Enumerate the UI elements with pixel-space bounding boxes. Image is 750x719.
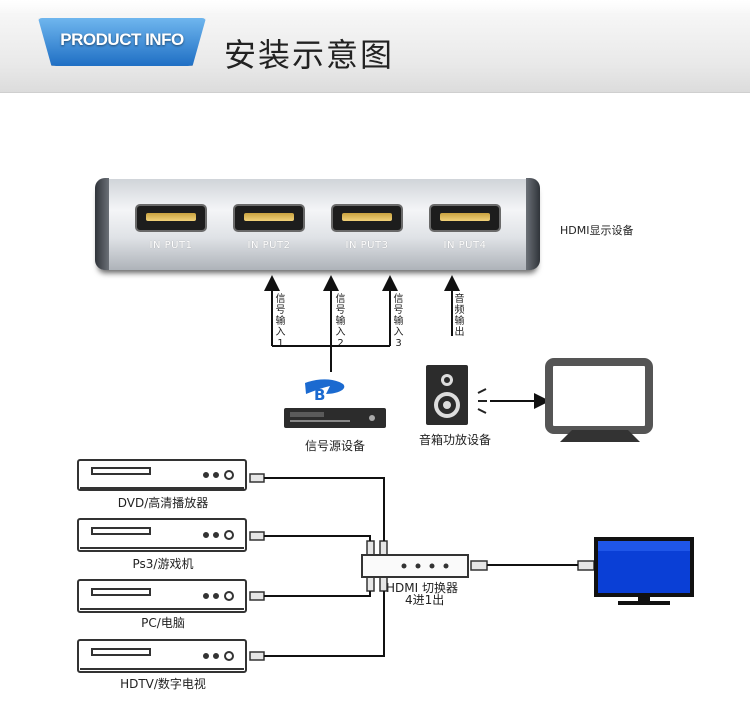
speaker-icon <box>426 365 487 425</box>
svg-text:B: B <box>314 386 325 404</box>
mini-switcher-sublabel: 4进1出 <box>405 593 445 607</box>
hdtv-box-device <box>77 639 247 673</box>
cable-pc <box>264 591 371 597</box>
hdmi-port-2 <box>235 206 303 230</box>
mini-hdmi-switcher <box>361 554 469 578</box>
bluray-player-icon: B <box>284 379 386 428</box>
source-label-ps3: Ps3/游戏机 <box>132 557 194 571</box>
speaker-label: 音箱功放设备 <box>418 433 491 447</box>
port-label-1: IN PUT1 <box>149 240 193 251</box>
hdmi-cables <box>264 477 578 657</box>
arrow-label-input-3: 信号输入3 <box>393 294 404 349</box>
hdmi-port-1 <box>137 206 205 230</box>
ps3-device <box>77 518 247 552</box>
product-info-badge <box>38 18 206 66</box>
hdmi-port-3 <box>333 206 401 230</box>
source-label-pc: PC/电脑 <box>141 616 185 630</box>
switcher-endcap-left <box>95 178 109 270</box>
badge-text: PRODUCT INFO <box>60 30 184 49</box>
port-label-3: IN PUT3 <box>345 240 389 251</box>
arrow-label-input-1: 信号输入1 <box>275 294 286 349</box>
hdmi-display-device-label: HDMI显示设备 <box>560 224 634 237</box>
page-title: 安装示意图 <box>224 36 395 74</box>
tv-icon-bottom <box>594 537 694 605</box>
hdmi-port-4 <box>431 206 499 230</box>
cable-ps3 <box>264 535 371 541</box>
cable-hdtv <box>264 591 385 657</box>
signal-source-label: 信号源设备 <box>304 439 365 453</box>
source-label-dvd: DVD/高清播放器 <box>117 496 209 510</box>
header-shine <box>0 0 750 14</box>
dvd-player-device <box>77 459 247 491</box>
cable-dvd <box>264 477 385 541</box>
mini-switcher-label: HDMI 切换器 <box>386 581 458 595</box>
switcher-endcap-right <box>526 178 540 270</box>
arrow-label-audio-out: 音频输出 <box>454 294 465 338</box>
arrow-label-input-2: 信号输入2 <box>335 294 346 349</box>
port-label-2: IN PUT2 <box>247 240 291 251</box>
tv-icon-top <box>545 358 653 442</box>
pc-device <box>77 579 247 613</box>
source-label-hdtv: HDTV/数字电视 <box>120 677 206 691</box>
source-devices <box>77 459 247 673</box>
input-arrows <box>264 275 460 372</box>
port-label-4: IN PUT4 <box>443 240 487 251</box>
